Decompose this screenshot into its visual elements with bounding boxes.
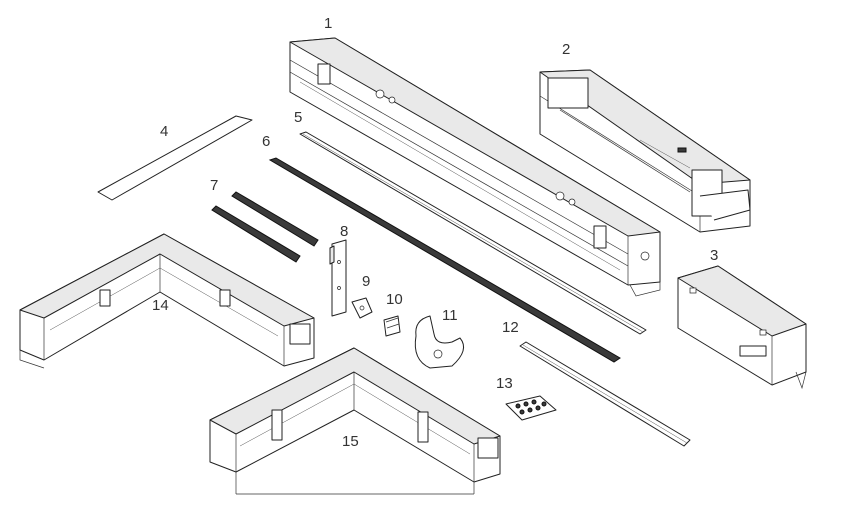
part-number-3: 3 [710,247,718,264]
part-15-corner-profile [209,347,501,495]
part-6-dark-rail [268,157,621,363]
part-14-corner-profile [19,233,315,369]
part-9-clip [351,297,373,319]
part-12-mounting-rail [519,341,691,447]
part-number-9: 9 [362,273,370,290]
part-number-11: 11 [442,307,458,324]
part-4-diffuser-sheet [97,115,253,201]
part-number-7: 7 [210,177,218,194]
part-5-rail [299,131,647,335]
part-1-straight-profile [289,37,661,297]
part-7-strips [211,191,319,263]
part-number-2: 2 [562,41,570,58]
part-number-14: 14 [152,297,169,314]
part-number-15: 15 [342,433,359,450]
part-number-13: 13 [496,375,513,392]
part-number-4: 4 [160,123,168,140]
part-13-screw-pack [505,395,557,421]
part-2-feed-profile [539,69,751,233]
part-10-connector [383,315,401,337]
part-number-10: 10 [386,291,403,308]
part-number-5: 5 [294,109,302,126]
part-number-6: 6 [262,133,270,150]
part-number-1: 1 [324,15,332,32]
part-3-driver-box [677,265,807,390]
part-11-curved-cover [414,315,465,369]
part-number-12: 12 [502,319,519,336]
part-number-8: 8 [340,223,348,240]
part-8-bracket [329,239,347,317]
